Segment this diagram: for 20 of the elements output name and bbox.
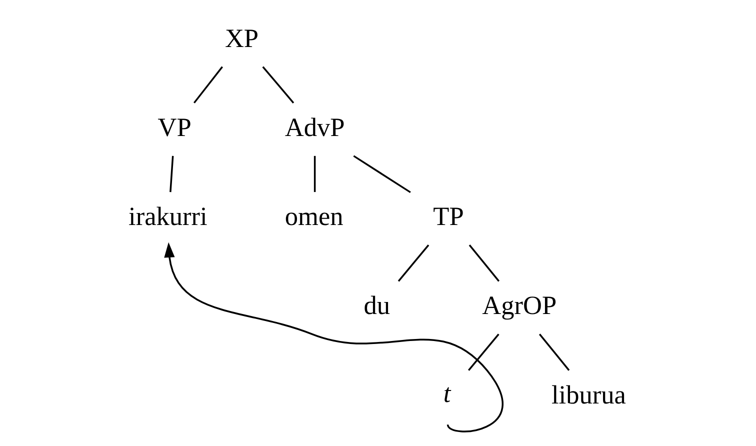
node-text: irakurri <box>128 202 208 232</box>
connector <box>170 156 174 192</box>
node-text: omen <box>284 202 344 232</box>
connector <box>262 66 294 104</box>
connector <box>468 244 500 282</box>
arrow <box>164 242 504 432</box>
node-text: VP <box>158 112 192 142</box>
node-text: t <box>443 378 451 408</box>
connector <box>193 66 223 104</box>
node-text: liburua <box>551 380 626 410</box>
connector <box>314 156 316 192</box>
node-text: TP <box>433 202 464 232</box>
connector <box>353 155 411 194</box>
node-text: AdvP <box>284 112 345 142</box>
connector <box>468 334 500 371</box>
node-text: du <box>364 291 390 320</box>
node-text: AgrOP <box>482 291 557 320</box>
connector <box>398 244 430 282</box>
node-text: XP <box>224 24 259 53</box>
connector <box>538 334 570 371</box>
